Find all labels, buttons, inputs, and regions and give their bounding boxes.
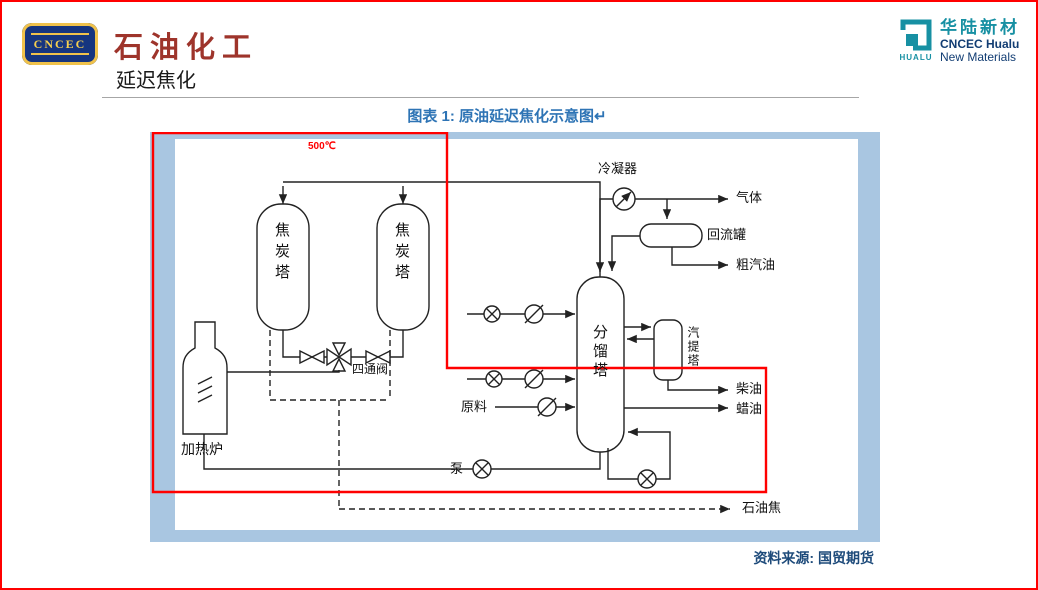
coke-tower-1-label: 焦炭塔 <box>273 222 290 285</box>
naphtha-label: 粗汽油 <box>736 257 776 272</box>
hualu-abbr-label: HUALU <box>899 53 933 62</box>
fractionator-label: 分馏塔 <box>591 324 608 381</box>
process-flow-svg <box>151 132 858 530</box>
stripper-label: 汽提塔 <box>686 326 700 368</box>
petroleum-coke-label: 石油焦 <box>742 500 782 515</box>
hualu-name-cn: 华陆新材 <box>940 18 1020 37</box>
pump-label: 泵 <box>450 461 464 476</box>
reflux-return-line <box>607 235 640 271</box>
wax-oil-label: 蜡油 <box>736 401 763 416</box>
reflux-drum-label: 回流罐 <box>707 227 747 242</box>
cncec-emblem-band: CNCEC <box>30 33 90 55</box>
highlight-region <box>151 132 768 494</box>
diesel-line <box>667 380 728 395</box>
feed-label: 原料 <box>461 399 488 414</box>
process-lines <box>182 181 730 514</box>
figure-caption: 图表 1: 原油延迟焦化示意图↵ <box>407 108 607 125</box>
coke-tower-2-label: 焦炭塔 <box>393 222 410 285</box>
cncec-logo: CNCEC 石油化工 <box>22 22 258 66</box>
pump-to-furnace-line <box>203 434 473 470</box>
naphtha-line <box>671 247 728 270</box>
brand-text: 石油化工 <box>114 32 259 64</box>
gas-label: 气体 <box>736 190 763 205</box>
hualu-name-en: CNCEC Hualu <box>940 36 1020 51</box>
diesel-label: 柴油 <box>736 381 763 396</box>
overhead-line <box>599 198 613 277</box>
cncec-emblem-icon: CNCEC <box>22 23 98 65</box>
process-diagram-panel: 500℃ 焦炭塔 焦炭塔 加热炉 四通阀 冷凝器 回流罐 分馏塔 汽提塔 原料 … <box>150 132 880 542</box>
bottoms-line <box>491 452 601 470</box>
header-divider <box>102 97 859 98</box>
furnace-label: 加热炉 <box>181 441 223 457</box>
valve-right-icon <box>365 349 391 365</box>
valve-left-icon <box>299 349 325 365</box>
cncec-emblem-text: CNCEC <box>33 37 87 51</box>
page-title: 延迟焦化 <box>116 70 196 92</box>
hualu-sub-en: New Materials <box>940 50 1017 65</box>
four-way-valve-icon <box>326 342 352 372</box>
four-way-valve-label: 四通阀 <box>352 362 389 376</box>
furnace-outlet-line <box>227 370 340 373</box>
circulation-suction-line <box>607 448 638 480</box>
source-note: 资料来源: 国贸期货 <box>753 550 874 566</box>
temperature-label: 500℃ <box>308 141 336 152</box>
hualu-icon <box>900 19 932 51</box>
circulation-return-line <box>628 427 671 480</box>
hualu-logo: HUALU 华陆新材 CNCEC Hualu New Materials <box>899 18 1020 65</box>
condenser-label: 冷凝器 <box>598 161 638 176</box>
furnace-shape <box>182 321 228 435</box>
